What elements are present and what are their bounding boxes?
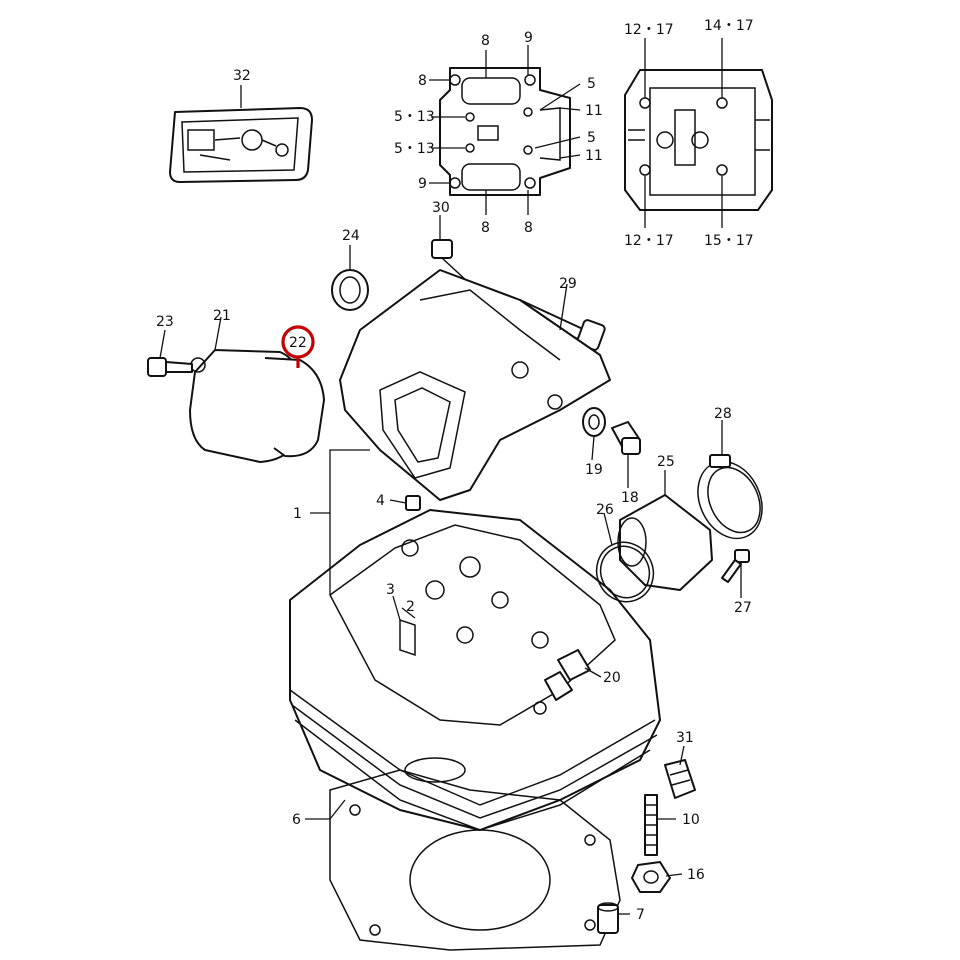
label-18: 18	[621, 490, 639, 506]
label-1: 1	[293, 506, 302, 522]
label-25: 25	[657, 454, 675, 470]
label-29: 29	[559, 276, 577, 292]
label-2: 2	[406, 599, 415, 615]
part-10-stud	[644, 794, 658, 856]
label-top-11b: 11	[585, 148, 603, 164]
part-32-plate	[169, 107, 313, 183]
part-6-gasket	[329, 769, 621, 951]
label-3: 3	[386, 582, 395, 598]
label-23: 23	[156, 314, 174, 330]
cylinder-head-body	[289, 509, 661, 831]
label-top-5-13b: 5・13	[394, 141, 435, 157]
label-right-14-17: 14・17	[704, 18, 754, 34]
label-20: 20	[603, 670, 621, 686]
label-30: 30	[432, 200, 450, 216]
label-top-8c: 8	[481, 220, 490, 236]
part-7-dowel	[597, 902, 619, 934]
part-23-bolt	[147, 357, 193, 377]
label-26: 26	[596, 502, 614, 518]
part-28-clamp	[697, 454, 763, 540]
part-27-bolt	[721, 549, 750, 583]
highlight-marker-22	[281, 325, 315, 368]
leader-lines	[159, 38, 742, 915]
label-top-8a: 8	[481, 33, 490, 49]
part-18-plug	[611, 421, 641, 455]
part-31-clip	[664, 759, 696, 799]
label-16: 16	[687, 867, 705, 883]
label-top-5-13a: 5・13	[394, 109, 435, 125]
part-22-gasket	[264, 357, 325, 458]
label-right-12-17b: 12・17	[624, 233, 674, 249]
label-31: 31	[676, 730, 694, 746]
label-top-5b: 5	[587, 130, 596, 146]
part-20-spark-plug	[533, 649, 591, 715]
label-top-5a: 5	[587, 76, 596, 92]
label-32: 32	[233, 68, 251, 84]
label-top-8d: 8	[524, 220, 533, 236]
part-24-seal-ring	[331, 269, 369, 311]
part-25-intake-pipe	[617, 494, 713, 591]
label-21: 21	[213, 308, 231, 324]
label-top-9b: 9	[418, 176, 427, 192]
label-4: 4	[376, 493, 385, 509]
label-top-8b: 8	[418, 73, 427, 89]
top-center-cylinder-detail	[439, 67, 571, 196]
label-19: 19	[585, 462, 603, 478]
label-27: 27	[734, 600, 752, 616]
head-cover-upper	[339, 269, 611, 501]
label-28: 28	[714, 406, 732, 422]
part-19-washer	[582, 407, 606, 437]
label-top-9a: 9	[524, 30, 533, 46]
callout-labels: 32 24 30 29 23 21 22 19 18 25 28 26 27 2…	[156, 18, 754, 923]
part-4-dowel	[405, 495, 421, 511]
top-right-head-detail	[624, 69, 773, 211]
label-right-15-17: 15・17	[704, 233, 754, 249]
label-22: 22	[289, 335, 307, 351]
label-10: 10	[682, 812, 700, 828]
label-24: 24	[342, 228, 360, 244]
label-7: 7	[636, 907, 645, 923]
label-top-11a: 11	[585, 103, 603, 119]
label-6: 6	[292, 812, 301, 828]
label-right-12-17a: 12・17	[624, 22, 674, 38]
part-16-nut	[631, 861, 671, 893]
